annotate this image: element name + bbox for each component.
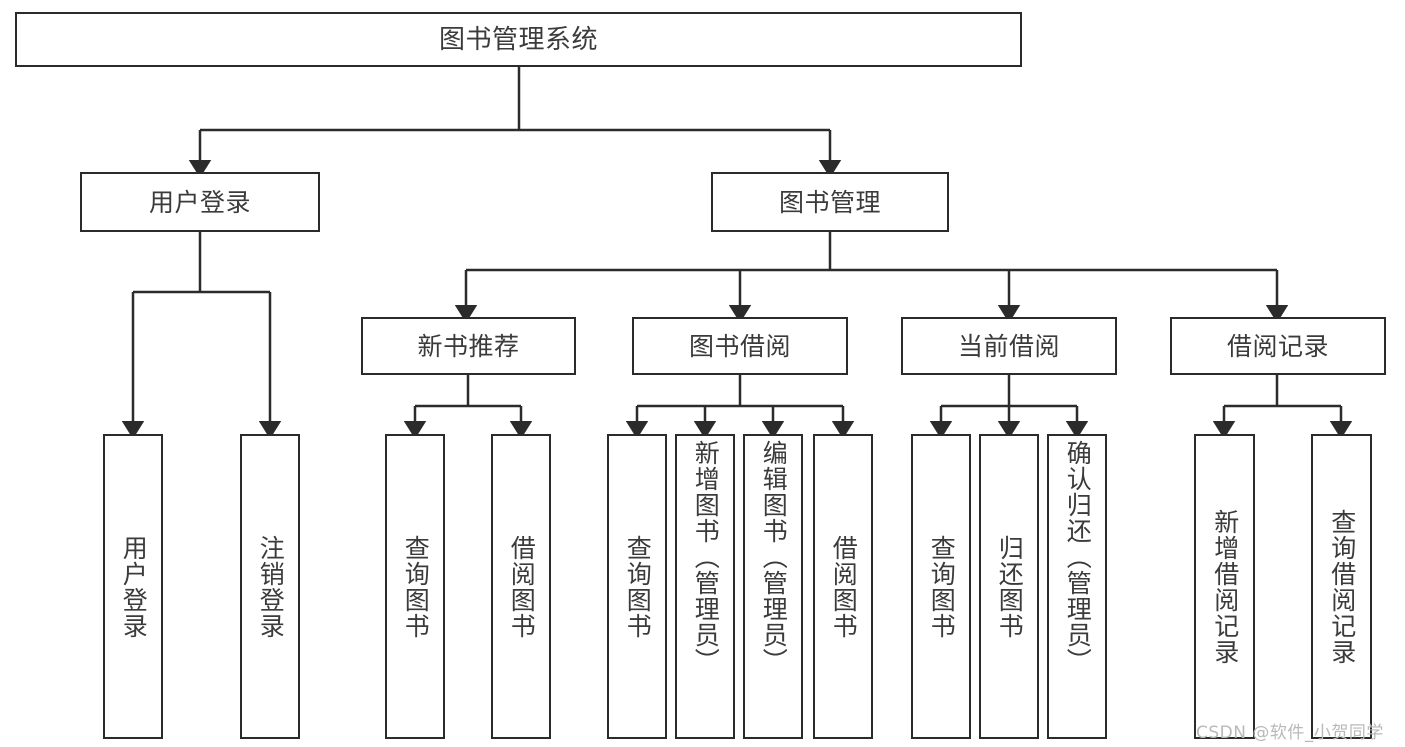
leaf-borrow-book[interactable]: 借阅图书: [813, 434, 873, 739]
node-label: 新增图书（管理员）: [691, 440, 721, 674]
leaf-confirm-return[interactable]: 确认归还（管理员）: [1047, 434, 1107, 739]
node-label: 新书推荐: [417, 331, 520, 361]
node-label: 归还图书: [995, 534, 1025, 639]
node-user-login[interactable]: 用户登录: [80, 172, 320, 232]
node-label: 图书管理系统: [438, 24, 598, 55]
leaf-borrow-book-recommend[interactable]: 借阅图书: [491, 434, 551, 739]
node-book-borrow[interactable]: 图书借阅: [632, 317, 848, 375]
node-label: 借阅记录: [1226, 331, 1329, 361]
node-label: 确认归还（管理员）: [1063, 440, 1093, 674]
leaf-query-book-borrow[interactable]: 查询图书: [607, 434, 667, 739]
node-new-book-recommend[interactable]: 新书推荐: [361, 317, 576, 375]
node-label: 用户登录: [148, 187, 251, 217]
leaf-edit-book[interactable]: 编辑图书（管理员）: [743, 434, 803, 739]
node-label: 借阅图书: [829, 534, 859, 639]
leaf-add-book[interactable]: 新增图书（管理员）: [675, 434, 735, 739]
node-label: 当前借阅: [957, 331, 1060, 361]
node-label: 查询图书: [401, 534, 431, 639]
node-borrow-record[interactable]: 借阅记录: [1170, 317, 1386, 375]
node-label: 图书管理: [778, 187, 881, 217]
leaf-query-borrow-record[interactable]: 查询借阅记录: [1311, 434, 1372, 739]
leaf-query-book-current[interactable]: 查询图书: [911, 434, 971, 739]
node-label: 用户登录: [119, 534, 149, 639]
node-label: 查询图书: [623, 534, 653, 639]
leaf-return-book[interactable]: 归还图书: [979, 434, 1039, 739]
node-label: 新增借阅记录: [1210, 508, 1240, 665]
node-label: 查询借阅记录: [1327, 508, 1357, 665]
node-label: 编辑图书（管理员）: [759, 440, 789, 674]
leaf-add-borrow-record[interactable]: 新增借阅记录: [1194, 434, 1255, 739]
leaf-query-book-recommend[interactable]: 查询图书: [385, 434, 445, 739]
node-label: 注销登录: [256, 534, 286, 639]
csdn-watermark: CSDN @软件_小贺同学: [1196, 723, 1384, 743]
leaf-user-logout[interactable]: 注销登录: [240, 434, 300, 739]
node-current-borrow[interactable]: 当前借阅: [901, 317, 1117, 375]
leaf-user-login[interactable]: 用户登录: [103, 434, 163, 739]
node-label: 图书借阅: [688, 331, 791, 361]
node-label: 查询图书: [927, 534, 957, 639]
node-root-book-management-system[interactable]: 图书管理系统: [15, 12, 1022, 67]
node-book-management[interactable]: 图书管理: [711, 172, 949, 232]
node-label: 借阅图书: [507, 534, 537, 639]
